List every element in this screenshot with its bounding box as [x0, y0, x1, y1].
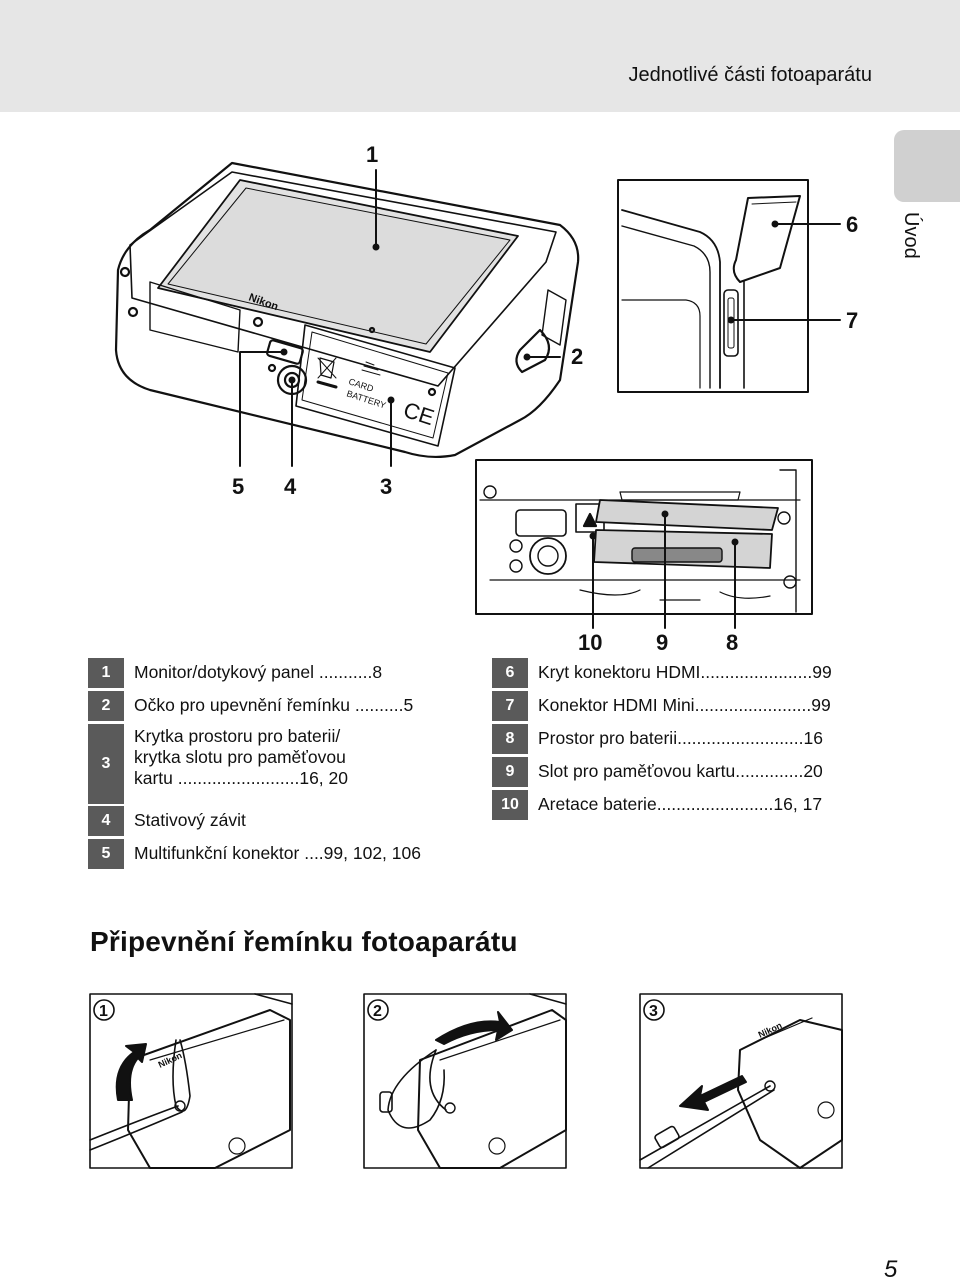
figure-label-8: 8 — [726, 630, 738, 655]
legend-item: 9 Slot pro paměťovou kartu..............… — [492, 757, 872, 787]
figure-label-10: 10 — [578, 630, 602, 655]
figure-label-5: 5 — [232, 474, 244, 499]
camera-back-illustration: CE Nikon CARD BATTERY — [114, 161, 580, 459]
page-header-title: Jednotlivé části fotoaparátu — [628, 64, 873, 86]
strap-step-3-illustration: Nikon — [639, 993, 843, 1169]
legend-number: 10 — [492, 790, 528, 820]
strap-step-1-illustration: Nikon — [89, 993, 293, 1169]
legend-number: 5 — [88, 839, 124, 869]
side-tab — [894, 130, 960, 202]
legend-number: 1 — [88, 658, 124, 688]
figure-label-9: 9 — [656, 630, 668, 655]
legend-item: 8 Prostor pro baterii...................… — [492, 724, 872, 754]
hdmi-detail-illustration — [617, 179, 809, 393]
legend-item: 3 Krytka prostoru pro baterii/ krytka sl… — [88, 724, 468, 804]
page-number: 5 — [884, 1256, 898, 1283]
legend-left: 1 Monitor/dotykový panel ...........8 2 … — [88, 658, 468, 870]
legend-number: 2 — [88, 691, 124, 721]
battery-compartment-illustration — [475, 459, 813, 615]
strap-step-2-illustration — [363, 993, 567, 1169]
legend-item: 4 Stativový závit — [88, 806, 468, 836]
section-title: Připevnění řemínku fotoaparátu — [90, 926, 518, 957]
figure-label-7: 7 — [846, 308, 858, 333]
legend-item: 1 Monitor/dotykový panel ...........8 — [88, 658, 468, 688]
legend-number: 9 — [492, 757, 528, 787]
legend-number: 8 — [492, 724, 528, 754]
legend-item: 6 Kryt konektoru HDMI...................… — [492, 658, 872, 688]
header-band — [0, 0, 960, 112]
legend-number: 7 — [492, 691, 528, 721]
legend-number: 3 — [88, 724, 124, 804]
brand-logo-step3: Nikon — [757, 1020, 784, 1040]
figure-label-1: 1 — [366, 142, 378, 167]
legend-number: 6 — [492, 658, 528, 688]
ce-mark: CE — [400, 397, 437, 430]
figure-label-2: 2 — [571, 344, 583, 369]
brand-logo-step1: Nikon — [157, 1050, 184, 1070]
figure-label-6: 6 — [846, 212, 858, 237]
legend-item: 7 Konektor HDMI Mini....................… — [492, 691, 872, 721]
legend-item: 2 Očko pro upevnění řemínku ..........5 — [88, 691, 468, 721]
figure-label-3: 3 — [380, 474, 392, 499]
legend-number: 4 — [88, 806, 124, 836]
step-1-badge: 1 — [99, 1003, 108, 1020]
legend-item: 5 Multifunkční konektor ....99, 102, 106 — [88, 839, 468, 869]
legend-right: 6 Kryt konektoru HDMI...................… — [492, 658, 872, 826]
figure-label-4: 4 — [284, 474, 297, 499]
step-3-badge: 3 — [649, 1003, 658, 1020]
step-2-badge: 2 — [373, 1003, 382, 1020]
legend-item: 10 Aretace baterie......................… — [492, 790, 872, 820]
